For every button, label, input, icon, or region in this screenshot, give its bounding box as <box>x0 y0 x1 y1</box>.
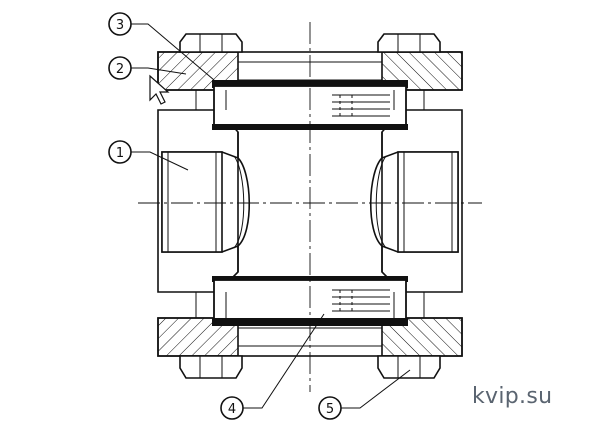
mouse-cursor-icon <box>149 74 170 105</box>
callout-1-label: 1 <box>116 146 124 161</box>
nut-top-right <box>377 33 441 53</box>
watermark-text: kvip.su <box>472 384 553 409</box>
callout-3-label: 3 <box>116 18 124 33</box>
callout-4-label: 4 <box>228 402 236 417</box>
nut-bottom-right <box>377 355 441 379</box>
callout-2: 2 <box>108 56 187 80</box>
callout-4: 4 <box>220 313 325 420</box>
callout-1: 1 <box>108 140 189 171</box>
callout-3: 3 <box>108 12 215 81</box>
bolt-shanks <box>195 90 425 318</box>
nut-top-left <box>179 33 243 53</box>
callout-5-label: 5 <box>326 402 334 417</box>
callout-5: 5 <box>318 369 411 420</box>
nut-bottom-left <box>179 355 243 379</box>
body-housing <box>157 109 463 293</box>
callout-2-label: 2 <box>116 62 124 77</box>
